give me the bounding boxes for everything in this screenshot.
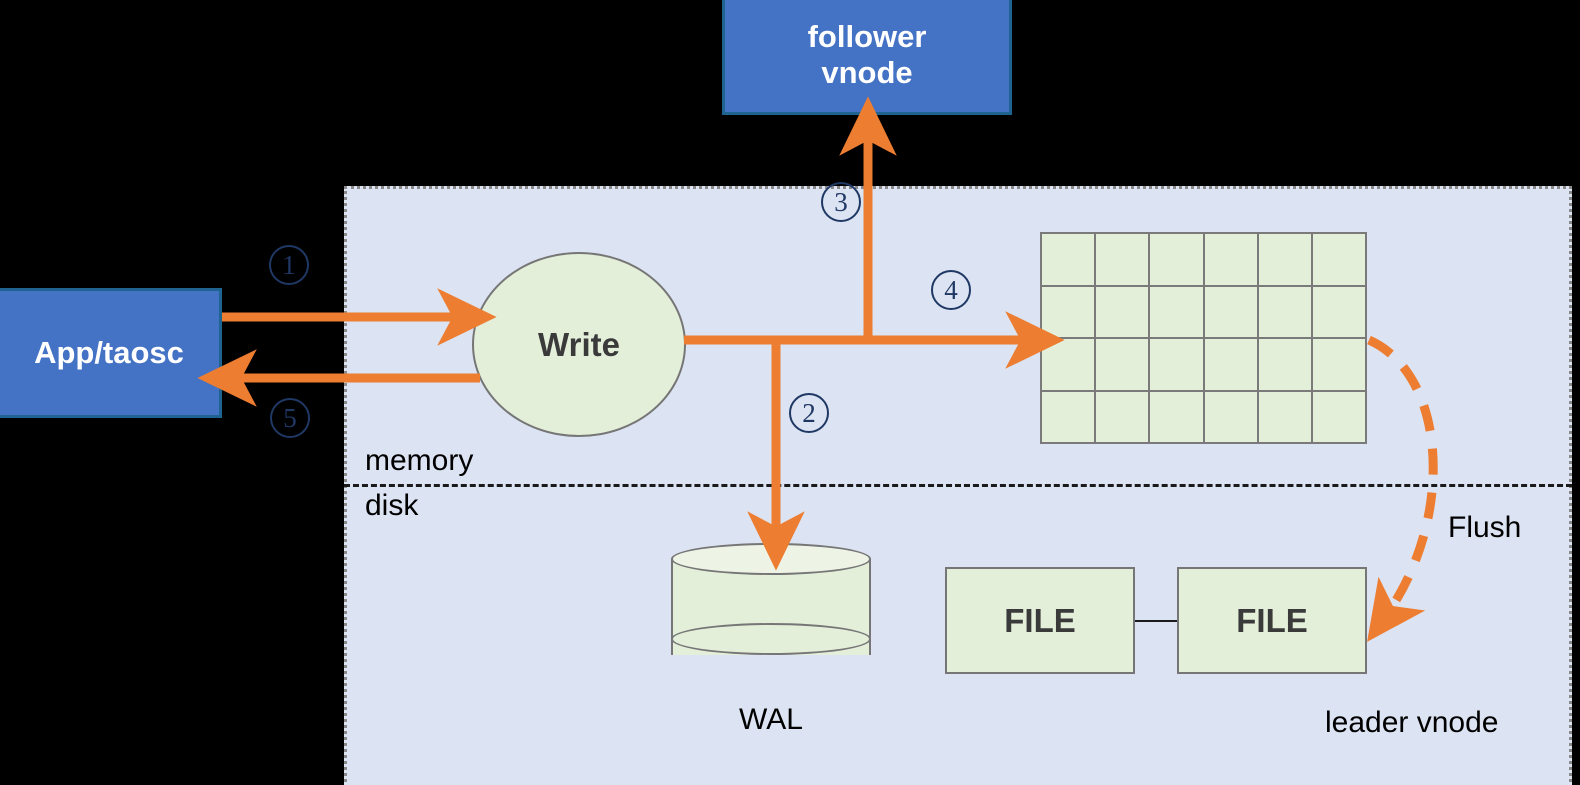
memtable-cell — [1096, 286, 1149, 337]
memtable-cell — [1204, 286, 1257, 337]
follower-line-1: follower — [807, 18, 927, 54]
flush-label: Flush — [1448, 511, 1522, 544]
file-connector-line — [1135, 620, 1177, 622]
memtable-cell — [1204, 234, 1257, 285]
memtable-cell — [1150, 339, 1203, 390]
file-box-right: FILE — [1177, 567, 1367, 674]
step-number-1: 1 — [269, 245, 309, 285]
memtable-cell — [1312, 391, 1365, 442]
step-number-4: 4 — [931, 270, 971, 310]
memtable-cell — [1042, 234, 1095, 285]
memory-disk-divider — [344, 484, 1572, 487]
disk-tier-label: disk — [365, 489, 419, 522]
memtable-cell — [1042, 391, 1095, 442]
memtable-cell — [1204, 391, 1257, 442]
follower-vnode-node: follower vnode — [722, 0, 1012, 115]
memtable-cell — [1150, 391, 1203, 442]
wal-label: WAL — [739, 703, 803, 736]
memtable-cell — [1042, 286, 1095, 337]
memtable-cell — [1150, 286, 1203, 337]
memtable-cell — [1258, 286, 1311, 337]
memtable-cell — [1258, 391, 1311, 442]
step-number-3: 3 — [821, 182, 861, 222]
wal-cylinder-bottom — [671, 623, 871, 655]
memory-tier-label: memory — [365, 444, 474, 477]
memtable-cell — [1258, 234, 1311, 285]
memtable-cell — [1096, 339, 1149, 390]
memtable-cell — [1312, 286, 1365, 337]
app-taosc-node: App/taosc — [0, 288, 222, 418]
memtable-cell — [1096, 234, 1149, 285]
memtable-grid — [1040, 232, 1367, 444]
memtable-cell — [1042, 339, 1095, 390]
step-number-5: 5 — [270, 398, 310, 438]
write-node: Write — [472, 252, 686, 437]
wal-cylinder-top — [671, 543, 871, 575]
step-number-2: 2 — [789, 393, 829, 433]
memtable-cell — [1150, 234, 1203, 285]
leader-vnode-caption: leader vnode — [1325, 706, 1499, 739]
follower-line-2: vnode — [821, 54, 913, 90]
wal-cylinder — [671, 543, 871, 671]
memtable-cell — [1312, 339, 1365, 390]
memtable-cell — [1258, 339, 1311, 390]
memtable-cell — [1204, 339, 1257, 390]
file-box-left: FILE — [945, 567, 1135, 674]
memtable-cell — [1096, 391, 1149, 442]
memtable-cell — [1312, 234, 1365, 285]
